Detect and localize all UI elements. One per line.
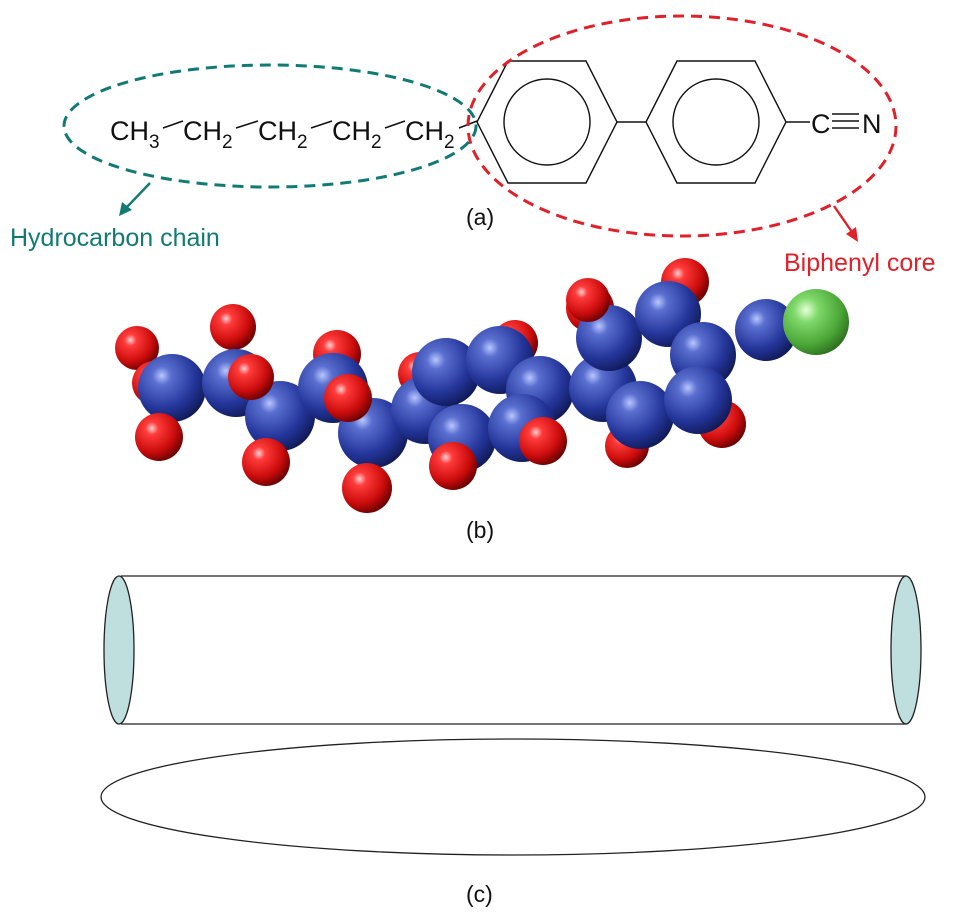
ch3-group: CH3 <box>110 116 160 153</box>
hydrocarbon-chain-outline <box>62 63 478 189</box>
ch2-group-1: CH2 <box>183 116 233 153</box>
phenyl-ring-right <box>645 60 787 184</box>
carbon-atom <box>664 366 732 434</box>
hydrogen-atom <box>324 374 372 422</box>
ch2-group-2: CH2 <box>258 116 308 153</box>
biphenyl-core-arrow <box>833 205 858 242</box>
ch2-group-3: CH2 <box>332 116 382 153</box>
rod-shape-model <box>103 575 922 725</box>
panel-label-b: (b) <box>466 517 494 543</box>
hydrogen-atom <box>115 326 159 370</box>
hydrocarbon-chain-arrow <box>119 182 151 216</box>
phenyl-ring-left <box>476 60 618 184</box>
carbon-atom <box>245 381 315 451</box>
hydrogen-atom <box>135 413 183 461</box>
nitrogen-atom <box>783 289 849 355</box>
panel-label-a: (a) <box>466 204 494 230</box>
space-filling-model <box>115 258 849 513</box>
hydrogen-atom <box>342 463 392 513</box>
ellipsoid-shape-model <box>100 738 926 856</box>
biphenyl-core-outline <box>466 14 898 238</box>
triple-bond <box>832 113 859 129</box>
hydrogen-atom <box>429 442 477 490</box>
structural-formula: CH3 CH2 CH2 CH2 CH2 <box>110 60 882 184</box>
nitrile-carbon: C <box>811 109 831 139</box>
carbon-atom <box>138 354 206 422</box>
hydrogen-atom <box>566 278 610 322</box>
ch2-group-4: CH2 <box>405 116 455 153</box>
biphenyl-core-label: Biphenyl core <box>784 249 935 277</box>
carbon-atom <box>606 381 674 449</box>
hydrogen-atom <box>519 417 567 465</box>
nitrile-nitrogen: N <box>862 109 882 139</box>
carbon-atom <box>735 299 797 361</box>
hydrogen-atom <box>210 304 256 350</box>
hydrogen-atom <box>228 354 274 400</box>
hydrogen-atom <box>242 438 290 486</box>
cylinder-end-left <box>103 575 135 725</box>
hydrocarbon-chain-label: Hydrocarbon chain <box>10 224 220 252</box>
cylinder-end-right <box>890 575 922 725</box>
panel-label-c: (c) <box>466 881 493 907</box>
carbon-atom <box>412 338 480 406</box>
